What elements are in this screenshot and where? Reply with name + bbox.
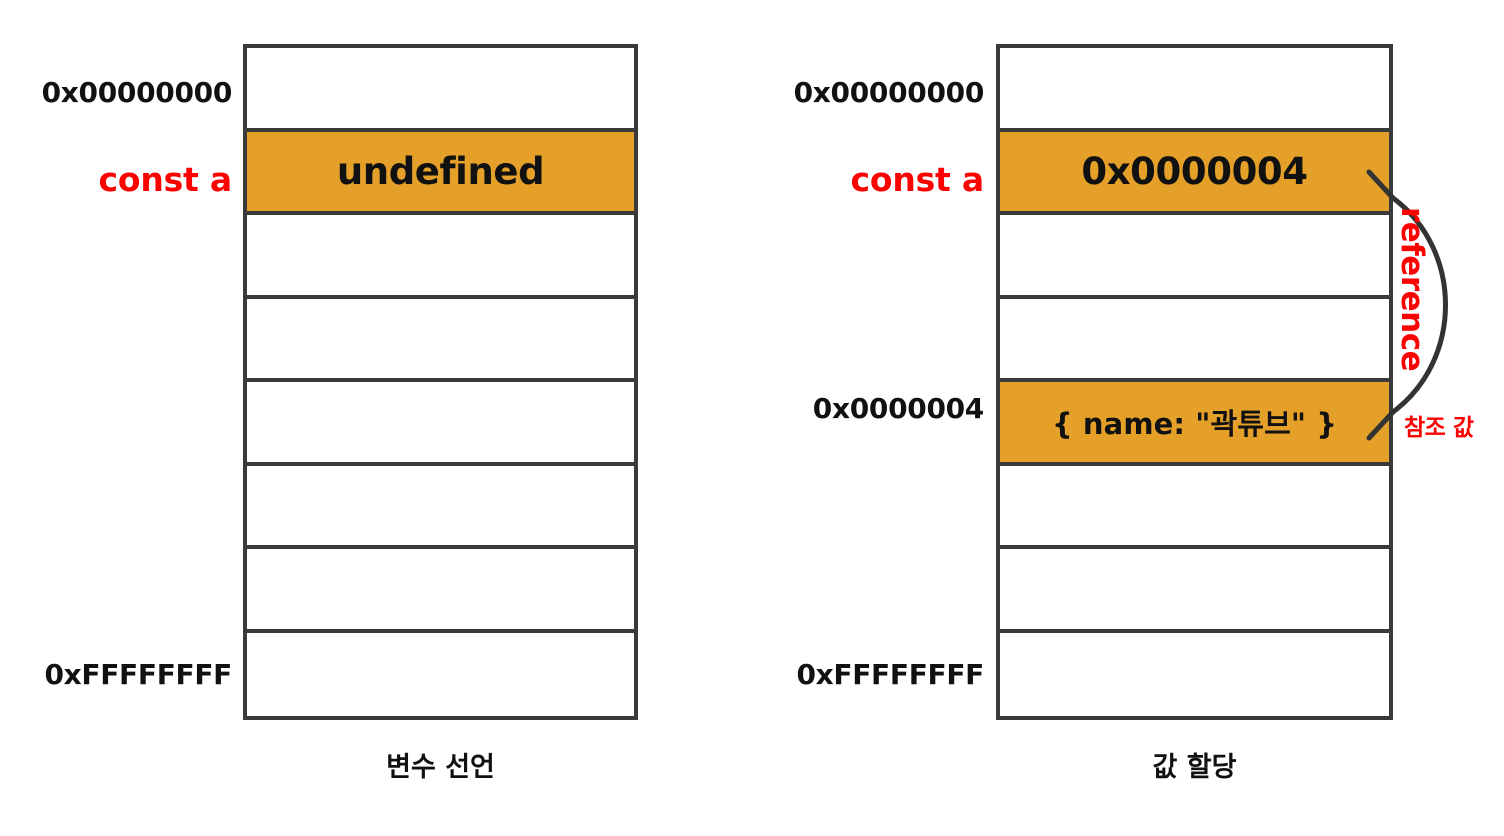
memory-cell-0 [1000,48,1389,132]
reference-label-en: reference [1394,207,1430,372]
address-label-bottom-left: 0xFFFFFFFF [44,658,232,691]
memory-cell-4 [247,382,634,466]
memory-cell-value: { name: "곽튜브" } [1051,406,1338,441]
memory-cell-6 [1000,549,1389,633]
caption-variable-declaration: 변수 선언 [386,752,495,783]
memory-cell-value: 0x0000004 [1081,149,1308,193]
memory-cell-6 [247,549,634,633]
variable-label-const-a-left: const a [98,160,232,199]
memory-cell-2 [1000,215,1389,299]
memory-cell-0 [247,48,634,132]
caption-value-assignment: 값 할당 [1152,752,1237,783]
memory-cell-5 [247,466,634,549]
variable-label-const-a-right: const a [850,160,984,199]
address-label-top-left: 0x00000000 [41,76,233,109]
memory-cell-1: undefined [247,131,634,215]
address-label-heap-right: 0x0000004 [812,392,985,425]
memory-cell-5 [1000,466,1389,549]
memory-table-assignment: 0x0000004 { name: "곽튜브" } [996,44,1393,720]
memory-cell-2 [247,215,634,299]
memory-cell-7 [247,633,634,717]
memory-table-declaration: undefined [243,44,638,720]
memory-cell-3 [1000,299,1389,382]
memory-cell-3 [247,299,634,382]
reference-label-ko: 참조 값 [1404,415,1474,441]
address-label-top-right: 0x00000000 [793,76,985,109]
memory-cell-4: { name: "곽튜브" } [1000,382,1389,466]
memory-cell-value: undefined [336,149,545,193]
memory-cell-1: 0x0000004 [1000,131,1389,215]
panel-variable-declaration: 0x00000000 0xFFFFFFFF const a undefined … [41,44,638,783]
memory-cell-7 [1000,633,1389,717]
panel-value-assignment: 0x00000000 0x0000004 0xFFFFFFFF const a … [752,0,1504,836]
address-label-bottom-right: 0xFFFFFFFF [796,658,984,691]
